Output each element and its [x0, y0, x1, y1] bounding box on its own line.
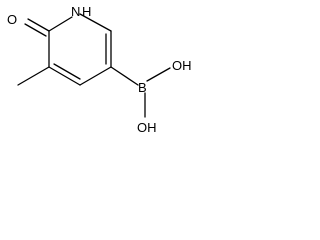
bond-c4-c3-inner	[53, 63, 81, 80]
atom-label-hydroxyl-upper: OH	[172, 58, 192, 73]
atom-label-carbonyl-oxygen: O	[7, 12, 17, 27]
bond-c3-methyl	[17, 66, 50, 86]
bond-c5-c4	[79, 66, 112, 86]
bond-c2-o	[27, 18, 50, 32]
bond-b-oh-upper	[146, 67, 171, 82]
bond-c4-c3	[48, 66, 81, 86]
atom-label-hydroxyl-lower: OH	[137, 120, 157, 135]
bond-c2-o-inner	[24, 23, 47, 37]
bond-c5-b	[110, 66, 139, 86]
bond-c2-n1	[48, 16, 73, 32]
molecular-structure: N H O B OH OH	[7, 4, 192, 135]
atom-label-ring-nitrogen: N	[71, 4, 80, 19]
atom-label-nitrogen-hydrogen: H	[82, 4, 91, 19]
atom-label-boron: B	[138, 80, 147, 95]
bond-n1-c6	[79, 13, 112, 32]
